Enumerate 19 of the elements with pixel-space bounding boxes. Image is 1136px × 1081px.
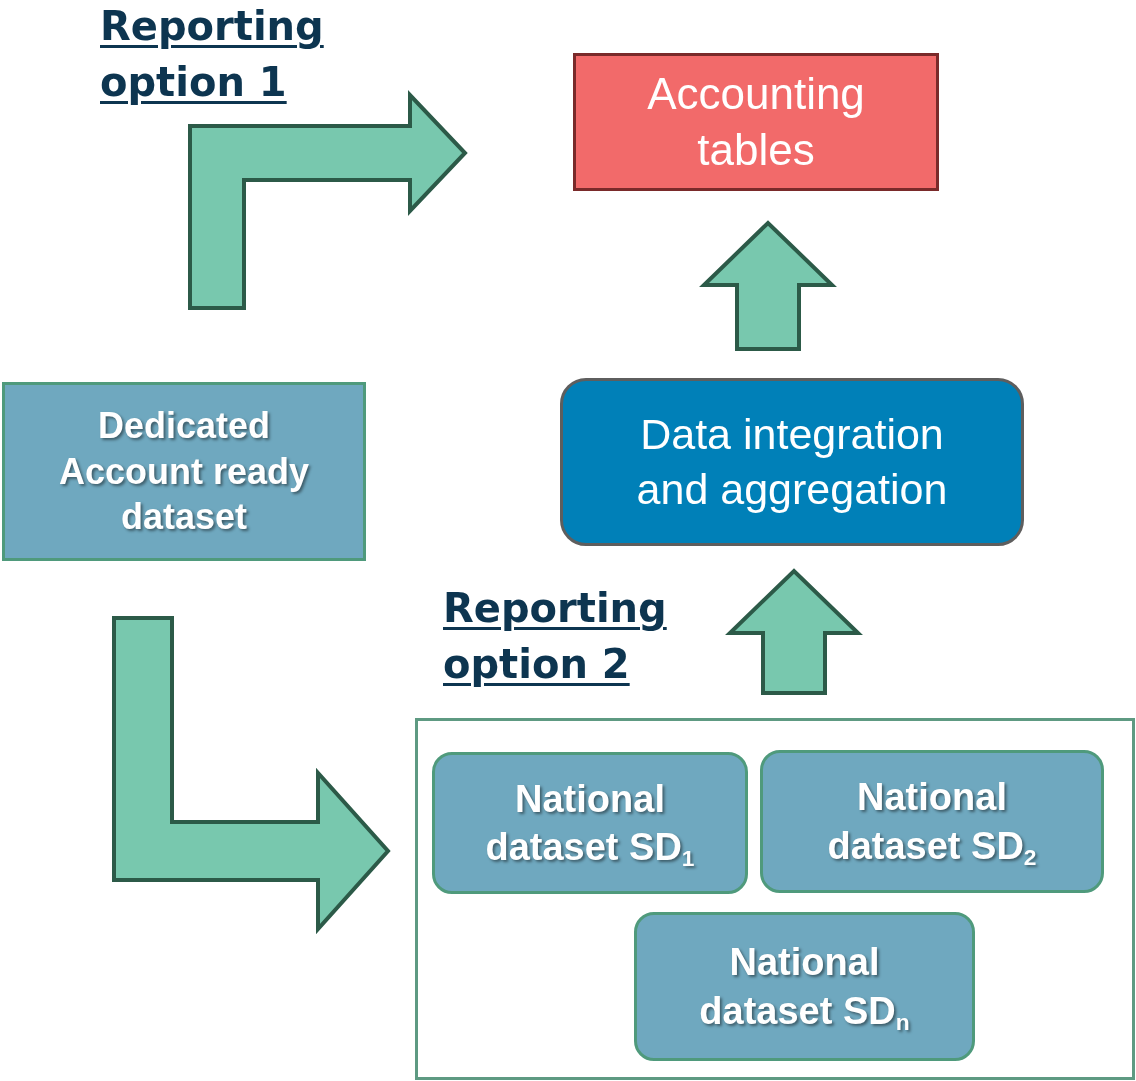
node-label: Accounting tables — [646, 68, 866, 176]
node-label: National dataset SD$_{1}$ — [484, 776, 696, 872]
node-label: National dataset SD$_{n}$ — [698, 940, 911, 1035]
option-heading: Reporting option 1 — [100, 2, 325, 107]
block-arrow — [188, 90, 468, 310]
node-label: Dedicated Account ready dataset — [57, 403, 311, 540]
process-box — [560, 378, 1024, 546]
block-arrow — [112, 616, 391, 935]
output-box — [573, 53, 939, 191]
block-arrow — [699, 220, 837, 351]
option-heading: Reporting option 2 — [443, 584, 668, 689]
dataset-box — [432, 752, 748, 894]
block-arrow — [725, 568, 863, 695]
dataset-box — [2, 382, 366, 561]
node-label: National dataset SD$_{2}$ — [826, 775, 1038, 870]
dataset-box — [634, 912, 975, 1061]
dataset-box — [760, 750, 1104, 893]
node-label: Data integration and aggregation — [635, 409, 949, 515]
group-frame — [415, 718, 1135, 1080]
